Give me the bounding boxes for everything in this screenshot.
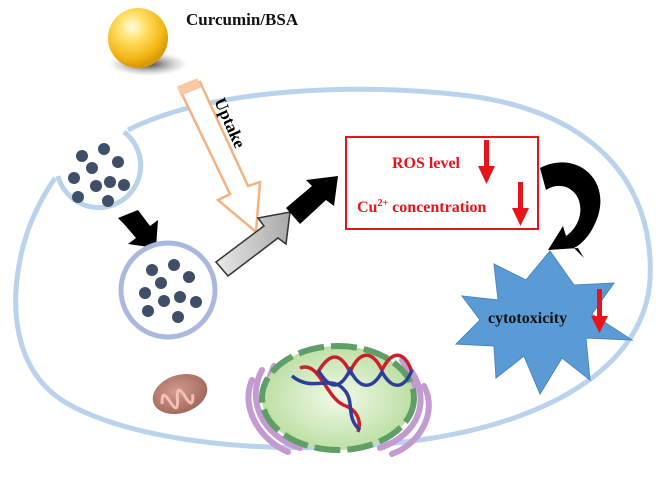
cytotoxicity-starburst	[454, 250, 634, 396]
black-arrow	[286, 176, 338, 224]
endosome-particles	[139, 259, 202, 323]
curcumin-bsa-nanoparticle	[108, 8, 188, 76]
ros-level-label: ROS level	[392, 155, 461, 172]
curved-arrow	[540, 162, 601, 258]
uptake-arrow	[176, 78, 262, 235]
endosome	[118, 240, 218, 340]
cytotoxicity-down-arrow-icon	[591, 289, 608, 333]
vesicle-particles	[68, 143, 130, 207]
effects-box	[345, 136, 539, 230]
internalization-arrow	[118, 210, 158, 248]
endocytic-vesicle	[55, 130, 144, 210]
copper-concentration-label: Cu2+ concentration	[357, 198, 486, 216]
mitochondrion	[152, 373, 208, 415]
cell-membrane	[13, 86, 653, 451]
copper-down-arrow-icon	[512, 182, 529, 226]
dna-helix	[290, 353, 414, 433]
nanoparticle-label: Curcumin/BSA	[186, 10, 299, 29]
cytotoxicity-label: cytotoxicity	[488, 310, 567, 327]
ros-down-arrow-icon	[478, 140, 495, 184]
nucleus	[259, 343, 417, 453]
gray-arrow	[214, 211, 291, 278]
